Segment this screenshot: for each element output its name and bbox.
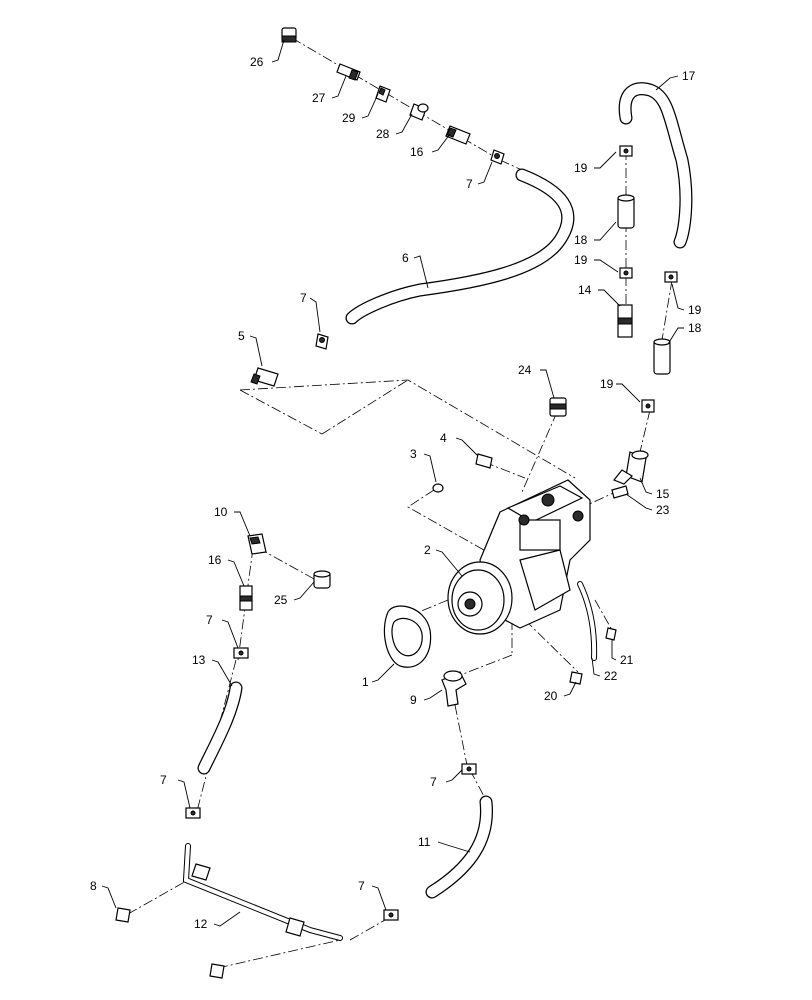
callout-7-left-mid: 7 (206, 613, 213, 627)
compressor-2 (447, 479, 591, 635)
callout-22: 22 (604, 669, 618, 683)
callout-5: 5 (238, 329, 245, 343)
hose-11 (425, 795, 493, 899)
callout-19-a: 19 (574, 161, 588, 175)
callout-26: 26 (250, 55, 264, 69)
callout-6: 6 (402, 251, 409, 265)
callout-13: 13 (192, 653, 206, 667)
callout-19-c: 19 (688, 303, 702, 317)
fitting-10 (247, 533, 267, 555)
callout-7-left: 7 (300, 291, 307, 305)
nipple-27 (336, 63, 361, 81)
callout-27: 27 (312, 91, 326, 105)
plug-25 (313, 570, 331, 589)
fitting-24 (549, 397, 567, 417)
callout-15: 15 (656, 487, 670, 501)
callout-18-a: 18 (574, 233, 588, 247)
callout-3: 3 (410, 447, 417, 461)
callout-19-d: 19 (600, 377, 614, 391)
clamp-7-left-mid (233, 647, 249, 659)
callout-12: 12 (194, 917, 208, 931)
upper-fitting-chain (281, 27, 505, 165)
elbow-9 (441, 670, 467, 707)
callout-25: 25 (274, 593, 288, 607)
adapter-16-left (239, 585, 253, 611)
fitting-5 (250, 367, 279, 387)
callout-7-left-low: 7 (160, 773, 167, 787)
fitting-21 (605, 627, 617, 641)
callout-2: 2 (424, 543, 431, 557)
callout-7-top: 7 (466, 177, 473, 191)
clamp-7-mid (461, 763, 477, 775)
bolt-bottom (209, 963, 225, 979)
gasket-1 (383, 605, 432, 668)
callout-24: 24 (518, 363, 532, 377)
callout-18-b: 18 (688, 321, 702, 335)
callout-11: 11 (418, 835, 431, 849)
callout-1: 1 (362, 675, 369, 689)
fitting-23 (611, 485, 629, 499)
clamp-7-left-low (185, 807, 201, 819)
sleeve-18-b (653, 338, 671, 375)
callout-14: 14 (578, 283, 592, 297)
cap-26 (281, 27, 297, 43)
fitting-20 (569, 671, 583, 685)
clamp-19-d (641, 399, 655, 413)
callout-4: 4 (440, 431, 447, 445)
tube-22 (577, 581, 598, 661)
callout-10: 10 (214, 505, 228, 519)
tube-12 (182, 843, 343, 941)
clamp-7-top (490, 149, 505, 165)
clamp-7-bottom (383, 909, 399, 921)
callout-19-b: 19 (574, 253, 588, 267)
leader-lines (101, 39, 685, 927)
washer-3 (432, 483, 444, 493)
callout-16-left: 16 (208, 553, 222, 567)
clamp-19-b (619, 267, 633, 279)
fitting-29 (375, 85, 391, 103)
bolt-4 (475, 453, 493, 469)
clamp-19-c (664, 271, 678, 283)
callout-23: 23 (656, 503, 670, 517)
callout-29: 29 (342, 111, 356, 125)
callout-labels: 26 27 29 28 16 7 6 7 5 17 19 18 19 14 19… (90, 55, 702, 931)
clamp-7-left (315, 333, 329, 350)
callout-7-mid: 7 (430, 775, 437, 789)
hose-6 (345, 168, 575, 325)
callout-20: 20 (544, 689, 558, 703)
coupling-28 (409, 103, 429, 121)
elbow-15 (613, 450, 649, 485)
hose-13 (197, 681, 243, 775)
callout-21: 21 (620, 653, 634, 667)
fitting-14 (617, 304, 633, 338)
tube-17 (618, 82, 693, 249)
clamp-19-a (619, 145, 633, 157)
callout-7-bottom: 7 (358, 879, 365, 893)
callout-9: 9 (410, 693, 417, 707)
callout-28: 28 (376, 127, 390, 141)
callout-16-top: 16 (410, 145, 424, 159)
callout-17: 17 (682, 69, 696, 83)
callout-8: 8 (90, 879, 97, 893)
sleeve-18-a (617, 194, 635, 229)
bolt-8 (115, 907, 131, 923)
